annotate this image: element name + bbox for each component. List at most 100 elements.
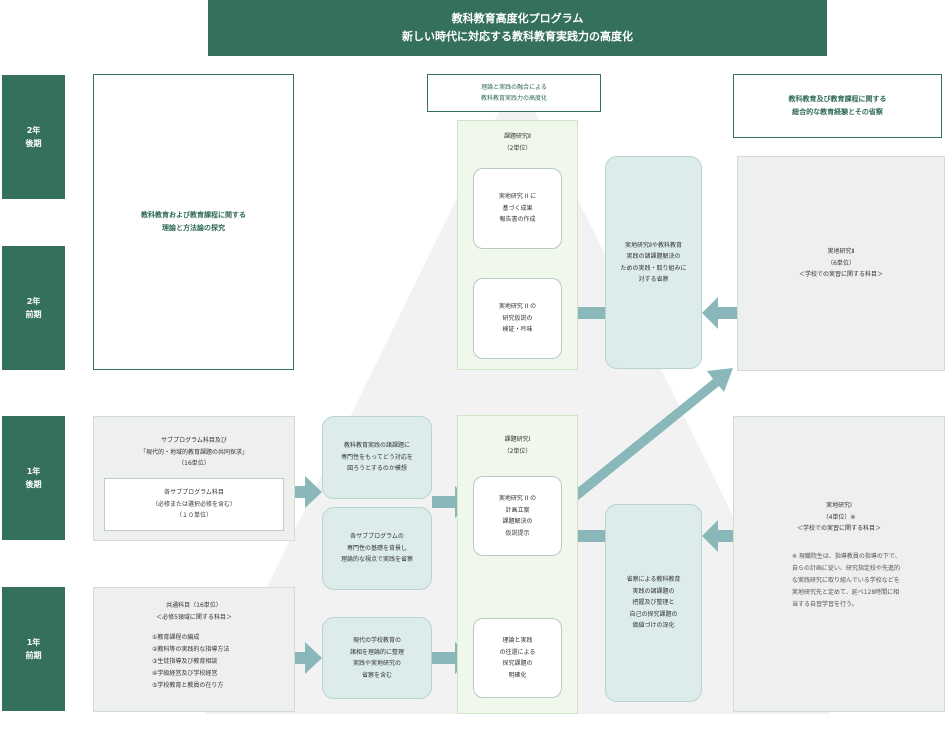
step-text: 実地研究 II に — [498, 193, 537, 201]
term-year: 2年 — [26, 126, 41, 135]
experience-line1: 教科教育及び教育課程に関する — [788, 95, 887, 103]
subprogram-inner-box: 各サブプログラム科目 （必修または選択必修を含む） （１０単位） — [104, 478, 284, 531]
teal-concept-box: 教科教育実践の諸課題に 専門性をもってどう対応を 図ろうとするのか模想 — [322, 416, 432, 499]
theory-method-line2: 理論と方法論の探究 — [162, 224, 225, 232]
modern-education-text: 現代の学校教育の — [352, 637, 401, 644]
jitchi2-title: 実地研究Ⅱ — [827, 248, 855, 256]
arrow-jitchi1-to-teal — [702, 520, 733, 552]
kadai1-step-plan: 実地研究 II の 計画立案 課題解決の 仮説提示 — [473, 476, 562, 556]
program-title: 教科教育高度化プログラム 新しい時代に対応する教科教育実践力の高度化 — [208, 0, 827, 56]
arrow-subprogram-to-teal — [295, 476, 322, 508]
teal-modern-education-box: 現代の学校教育の 諸相を理論的に整理 実践や実地研究の 省察を含む — [322, 617, 432, 699]
common-items-list: ①教育課程の編成 ②教科等の実践的な指導方法 ③生徒指導及び教育相談 ④学級経営… — [152, 632, 294, 692]
list-item: ④学級経営及び学校経営 — [152, 670, 218, 677]
teal-subprogram-reflection-box: 各サブプログラムの 専門性の基礎を背景し 理論的な視点で実践を省察 — [322, 507, 432, 590]
list-item: ③生徒指導及び教育相談 — [152, 658, 218, 665]
subprogram-reflection-text: 各サブプログラムの — [350, 533, 404, 541]
jitchi1-remark: ※ 現職院生は、指導教員の指導の下で、自らの計画に従い、研究指定校や先進的な実践… — [792, 552, 901, 608]
deepening-text: 把握及び整理と — [632, 599, 675, 607]
deepening-text: 価値づけの深化 — [632, 622, 675, 630]
term-period: 前期 — [25, 651, 42, 660]
term-1-late: 1年 後期 — [2, 416, 65, 540]
step-text: 報告書の作成 — [499, 216, 536, 224]
subprogram-inner-line3: （１０単位） — [175, 512, 212, 520]
kadai2-credits: （2単位） — [503, 144, 532, 152]
term-2-early: 2年 前期 — [2, 246, 65, 370]
jitchi1-credits: （4単位）※ — [822, 513, 856, 521]
subprogram-reflection-text: 理論的な視点で実践を省察 — [340, 556, 413, 564]
term-1-early: 1年 前期 — [2, 587, 65, 711]
deepening-text: 自己の探究課題の — [629, 610, 678, 618]
step-text: 基づく成果 — [502, 204, 533, 212]
modern-education-text: 実践や実地研究の — [352, 660, 401, 667]
arrow-jitchi2-to-teal — [702, 297, 737, 329]
reflection-text: 実践の諸課題解決の — [626, 253, 681, 260]
jitchi2-note: ＜学校での実習に関する科目＞ — [798, 271, 883, 279]
subprogram-line2: 「現代的・地域的教育課題の共同探求」 — [139, 448, 248, 456]
experience-reflection-box: 教科教育及び教育課程に関する 総合的な教育経験とその省察 — [733, 74, 942, 138]
program-title-line2: 新しい時代に対応する教科教育実践力の高度化 — [402, 30, 633, 43]
term-2-late: 2年 後期 — [2, 75, 65, 199]
modern-education-text: 諸相を理論的に整理 — [349, 648, 404, 656]
jitchi2-credits: （6単位） — [827, 259, 855, 267]
term-year: 1年 — [26, 467, 41, 476]
jitchi1-box: 実地研究Ⅰ （4単位）※ ＜学校での実習に関する科目＞ ※ 現職院生は、指導教員… — [733, 416, 945, 712]
list-item: ①教育課程の編成 — [152, 634, 200, 641]
common-line2: ＜必修5領域に関する科目＞ — [156, 613, 232, 621]
theory-method-line1: 教科教育および教育課程に関する — [141, 211, 246, 219]
arrow-common-to-teal — [295, 642, 322, 674]
step-text: 明確化 — [508, 671, 527, 679]
concept-text: 図ろうとするのか模想 — [347, 465, 407, 473]
step-text: 仮説提示 — [505, 529, 530, 537]
reflection-text: 実地研究Ⅱや教科教育 — [625, 241, 682, 249]
step-text: 計画立案 — [505, 506, 530, 514]
kadai1-credits: （2単位） — [503, 447, 532, 455]
step-text: 検証・吟味 — [502, 326, 533, 334]
program-title-line1: 教科教育高度化プログラム — [451, 12, 584, 25]
jitchi1-note: ＜学校での実習に関する科目＞ — [796, 525, 881, 532]
fusion-box: 理論と実践の融合による 教科教育実践力の高度化 — [427, 74, 601, 112]
reflection-deepening-box: 省察による教科教育 実践の諸課題の 把握及び整理と 自己の探究課題の 価値づけの… — [605, 504, 702, 702]
deepening-text: 実践の諸課題の — [632, 587, 675, 595]
step-text: 課題解決の — [502, 518, 533, 525]
common-subjects-box: 共通科目（16単位） ＜必修5領域に関する科目＞ ①教育課程の編成 ②教科等の実… — [93, 587, 295, 712]
subprogram-inner-line1: 各サブプログラム科目 — [164, 489, 224, 497]
theory-method-box: 教科教育および教育課程に関する 理論と方法論の探究 — [93, 74, 294, 370]
term-year: 2年 — [26, 297, 41, 306]
subprogram-inner-line2: （必修または選択必修を含む） — [151, 500, 236, 508]
reflection-practice-box: 実地研究Ⅱや教科教育 実践の諸課題解決の ための実践・取り組みに 対する省察 — [605, 156, 702, 369]
concept-text: 専門性をもってどう対応を — [341, 453, 413, 461]
term-period: 後期 — [25, 139, 42, 148]
step-text: の往還による — [499, 648, 536, 656]
kadai1-step-clarify: 理論と実践 の往還による 探究課題の 明確化 — [473, 618, 562, 698]
jitchi2-box: 実地研究Ⅱ （6単位） ＜学校での実習に関する科目＞ — [737, 156, 945, 371]
subprogram-line3: （16単位） — [178, 460, 210, 467]
step-text: 理論と実践 — [502, 637, 533, 644]
list-item: ②教科等の実践的な指導方法 — [152, 646, 230, 653]
step-text: 研究仮説の — [502, 314, 533, 322]
subprogram-reflection-text: 専門性の基礎を背景し — [346, 544, 407, 552]
fusion-line2: 教科教育実践力の高度化 — [480, 95, 547, 102]
arrow-kadai1-to-jitchi2 — [560, 368, 733, 510]
list-item: ⑤学校教育と教員の在り方 — [152, 682, 224, 689]
kadai2-step-verify: 実地研究 II の 研究仮説の 検証・吟味 — [473, 278, 562, 359]
deepening-text: 省察による教科教育 — [626, 576, 681, 584]
fusion-line1: 理論と実践の融合による — [481, 83, 547, 91]
term-year: 1年 — [26, 638, 41, 647]
kadai1-title: 課題研究Ⅰ — [504, 436, 531, 443]
modern-education-text: 省察を含む — [361, 671, 392, 679]
concept-text: 教科教育実践の諸課題に — [343, 442, 410, 450]
experience-line2: 総合的な教育経験とその省察 — [792, 108, 883, 116]
term-period: 後期 — [25, 480, 42, 489]
reflection-text: 対する省察 — [638, 276, 669, 283]
kadai2-title: 課題研究Ⅱ — [504, 133, 531, 140]
kadai2-step-report: 実地研究 II に 基づく成果 報告書の作成 — [473, 168, 562, 249]
reflection-text: ための実践・取り組みに — [620, 264, 687, 272]
step-text: 実地研究 II の — [498, 303, 537, 311]
term-period: 前期 — [25, 310, 42, 319]
subprogram-line1: サブプログラム科目及び — [161, 437, 227, 444]
step-text: 探究課題の — [502, 660, 533, 667]
step-text: 実地研究 II の — [498, 495, 537, 502]
jitchi1-title: 実地研究Ⅰ — [826, 502, 852, 509]
common-line1: 共通科目（16単位） — [166, 602, 222, 609]
